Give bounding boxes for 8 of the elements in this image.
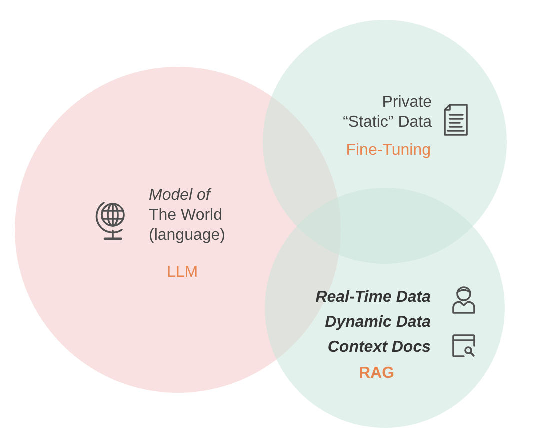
description-text: Private “Static” Data (342, 93, 432, 133)
description-text: Model of The World (language) (149, 186, 226, 246)
list-item-text: Context Docs (328, 338, 431, 358)
list-item-text: Dynamic Data (325, 313, 431, 333)
list-item-text: Real-Time Data (316, 288, 431, 308)
category-label: Fine-Tuning (346, 141, 431, 161)
category-label: RAG (359, 364, 395, 384)
category-label: LLM (167, 263, 198, 283)
